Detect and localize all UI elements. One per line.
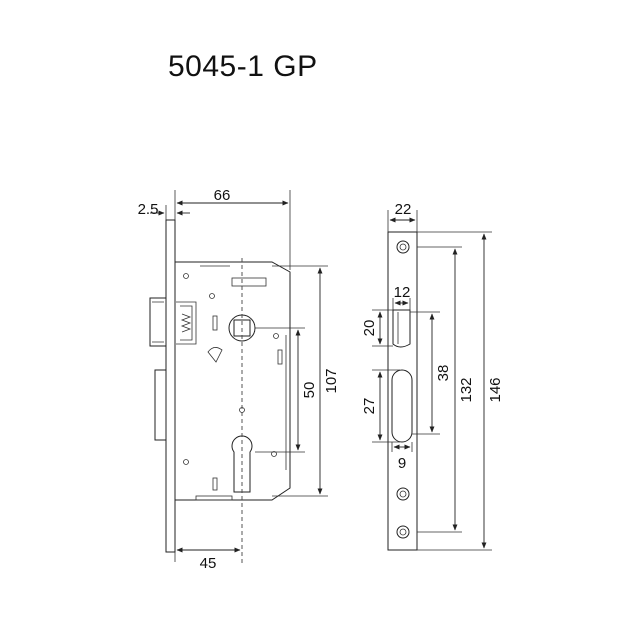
top-slot — [231, 277, 267, 287]
deadbolt — [154, 369, 167, 441]
dim-handle-to-cylinder: 50 — [301, 382, 318, 399]
screw-hole — [273, 333, 279, 339]
latch-front — [392, 309, 411, 348]
screw-hole — [209, 293, 215, 299]
dim-backset-width: 66 — [214, 187, 231, 204]
cylinder-cutout — [231, 435, 253, 493]
dim-center-offset: 45 — [200, 555, 217, 572]
latch-tongue — [149, 297, 167, 347]
screw-hole — [183, 459, 189, 465]
right-view-dimensions — [372, 210, 492, 551]
latch-spring — [180, 313, 192, 333]
dim-faceplate-width: 22 — [395, 201, 412, 218]
faceplate-front — [387, 231, 418, 551]
faceplate-screw-icon — [396, 240, 410, 254]
faceplate-side — [165, 219, 176, 553]
dim-latch-height: 20 — [361, 320, 378, 337]
left-view-dimensions — [150, 190, 328, 562]
dim-bolt-width: 9 — [398, 455, 406, 472]
faceplate-screw-icon — [396, 487, 410, 501]
dim-body-height: 107 — [323, 368, 340, 393]
faceplate-front-view — [387, 231, 418, 551]
dim-screw-span: 132 — [458, 377, 475, 402]
dim-faceplate-height: 146 — [487, 377, 504, 402]
screw-hole — [271, 451, 277, 457]
dim-bolt-height: 27 — [361, 398, 378, 415]
dim-latch-to-bolt: 38 — [435, 365, 452, 382]
lock-body-view — [149, 219, 291, 565]
screw-hole — [183, 273, 189, 279]
lock-case-outline — [175, 261, 291, 501]
lever-piece — [207, 347, 223, 363]
dim-latch-width: 12 — [394, 284, 411, 301]
product-title: 5045-1 GP — [168, 50, 318, 83]
dim-faceplate-offset: 2.5 — [138, 201, 159, 218]
faceplate-screw-icon — [396, 525, 410, 539]
bolt-slot — [391, 369, 413, 443]
